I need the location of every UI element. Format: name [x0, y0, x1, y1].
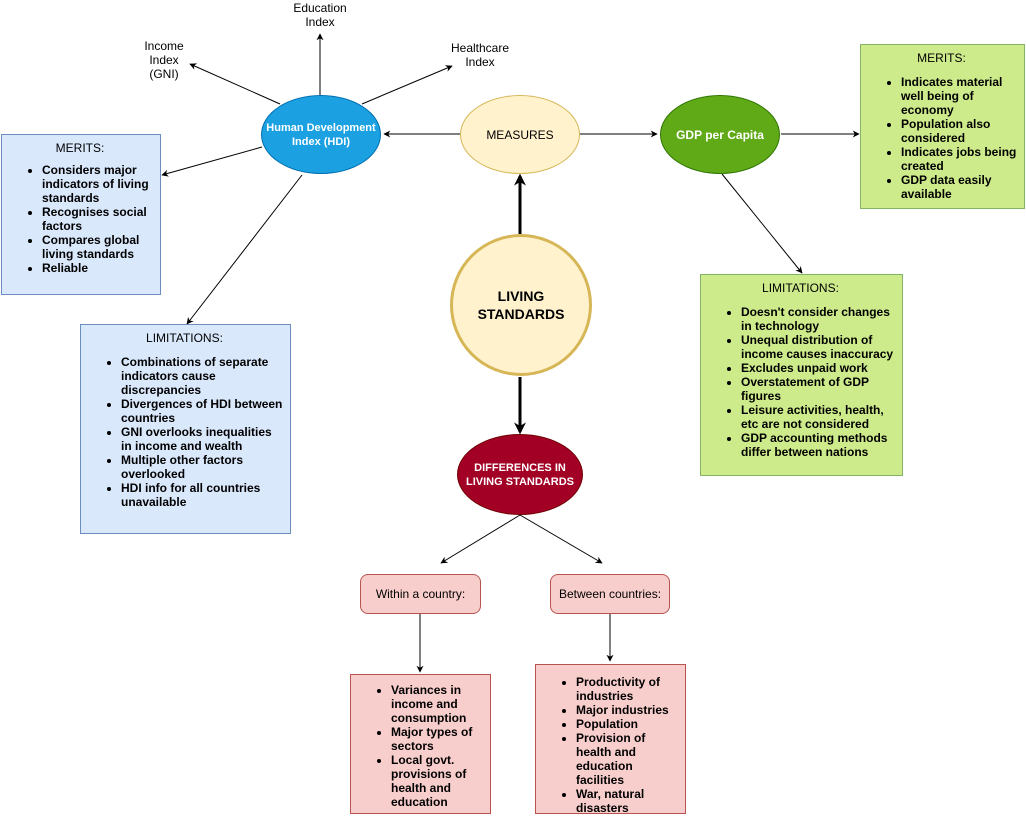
central-node-label: LIVING STANDARDS — [477, 288, 565, 322]
between-countries-list: Productivity of industries Major industr… — [540, 675, 683, 815]
list-item: Doesn't consider changes in technology — [741, 305, 896, 333]
between-countries-node: Between countries: — [550, 574, 670, 614]
hdi-limitations-title: LIMITATIONS: — [146, 331, 223, 345]
hdi-merits-title: MERITS: — [55, 141, 105, 155]
within-country-node: Within a country: — [360, 574, 481, 614]
list-item: Multiple other factors overlooked — [121, 453, 284, 481]
healthcare-index-label: Healthcare Index — [450, 41, 510, 69]
list-item: Major types of sectors — [391, 725, 484, 753]
central-node-living-standards: LIVING STANDARDS — [450, 234, 592, 376]
list-item: Unequal distribution of income causes in… — [741, 333, 896, 361]
list-item: Major industries — [576, 703, 683, 717]
list-item: Productivity of industries — [576, 675, 683, 703]
income-index-label: Income Index (GNI) — [144, 39, 184, 81]
hdi-limitations-box: LIMITATIONS: Combinations of separate in… — [80, 324, 291, 534]
measures-node: MEASURES — [460, 95, 580, 174]
gdp-node: GDP per Capita — [660, 95, 780, 174]
list-item: HDI info for all countries unavailable — [121, 481, 284, 509]
gdp-merits-list: Indicates material well being of economy… — [865, 75, 1018, 201]
arrow-hdi-to-limitations — [186, 174, 303, 325]
list-item: Indicates jobs being created — [901, 145, 1018, 173]
arrow-hdi-to-healthcare — [361, 65, 453, 105]
arrow-gdp-to-limitations — [721, 173, 803, 274]
hdi-merits-box: MERITS: Considers major indicators of li… — [1, 134, 161, 295]
gdp-limitations-title: LIMITATIONS: — [762, 281, 839, 295]
arrow-differences-to-within — [440, 514, 521, 564]
gdp-limitations-box: LIMITATIONS: Doesn't consider changes in… — [700, 274, 903, 476]
list-item: Overstatement of GDP figures — [741, 375, 896, 403]
list-item: Indicates material well being of economy — [901, 75, 1018, 117]
list-item: Compares global living standards — [42, 233, 154, 261]
list-item: Population — [576, 717, 683, 731]
hdi-node: Human Development Index (HDI) — [261, 95, 381, 174]
differences-node: DIFFERENCES IN LIVING STANDARDS — [457, 434, 583, 515]
hdi-label: Human Development Index (HDI) — [266, 121, 376, 148]
differences-label: DIFFERENCES IN LIVING STANDARDS — [466, 461, 574, 488]
between-countries-list-box: Productivity of industries Major industr… — [535, 664, 686, 815]
arrow-hdi-to-income — [189, 63, 281, 105]
list-item: GNI overlooks inequalities in income and… — [121, 425, 284, 453]
arrow-hdi-to-merits — [161, 146, 263, 177]
gdp-label: GDP per Capita — [676, 127, 764, 142]
hdi-limitations-list: Combinations of separate indicators caus… — [85, 355, 284, 509]
hdi-merits-list: Considers major indicators of living sta… — [6, 163, 154, 275]
list-item: Reliable — [42, 261, 154, 275]
measures-label: MEASURES — [486, 127, 554, 142]
list-item: Leisure activities, health, etc are not … — [741, 403, 896, 431]
within-country-list: Variances in income and consumption Majo… — [355, 683, 484, 809]
list-item: Provision of health and education facili… — [576, 731, 683, 787]
education-index-label: Education Index — [293, 1, 347, 29]
list-item: Excludes unpaid work — [741, 361, 896, 375]
between-countries-label: Between countries: — [558, 587, 662, 601]
list-item: GDP accounting methods differ between na… — [741, 431, 896, 459]
list-item: Divergences of HDI between countries — [121, 397, 284, 425]
within-country-list-box: Variances in income and consumption Majo… — [350, 674, 491, 814]
list-item: War, natural disasters — [576, 787, 683, 815]
list-item: GDP data easily available — [901, 173, 1018, 201]
gdp-limitations-list: Doesn't consider changes in technology U… — [705, 305, 896, 459]
arrow-differences-to-between — [519, 514, 603, 564]
list-item: Considers major indicators of living sta… — [42, 163, 154, 205]
list-item: Combinations of separate indicators caus… — [121, 355, 284, 397]
list-item: Recognises social factors — [42, 205, 154, 233]
gdp-merits-title: MERITS: — [917, 51, 966, 65]
within-country-label: Within a country: — [375, 587, 466, 601]
list-item: Local govt. provisions of health and edu… — [391, 753, 484, 809]
list-item: Variances in income and consumption — [391, 683, 484, 725]
gdp-merits-box: MERITS: Indicates material well being of… — [860, 44, 1025, 209]
list-item: Population also considered — [901, 117, 1018, 145]
